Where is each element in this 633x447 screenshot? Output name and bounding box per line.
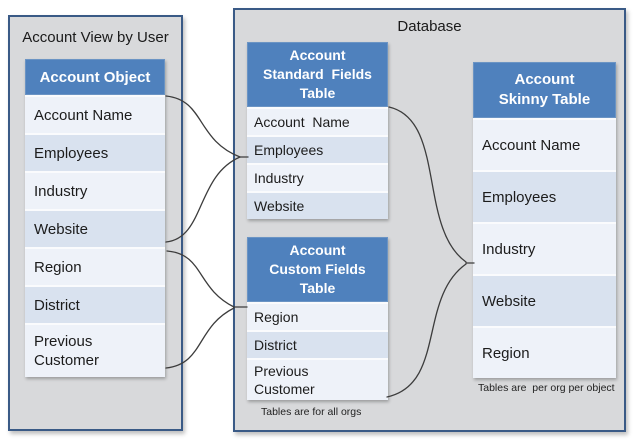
account-object-table: Account Object Account Name Employees In… <box>25 59 165 377</box>
account-skinny-table: Account Skinny Table Account Name Employ… <box>473 62 616 378</box>
account-custom-fields-table: Account Custom Fields Table Region Distr… <box>247 237 388 400</box>
table-row: Employees <box>247 135 388 163</box>
left-panel-title: Account View by User <box>22 29 169 46</box>
custom-fields-table-header: Account Custom Fields Table <box>247 237 388 302</box>
account-view-panel: Account View by User Account Object Acco… <box>8 15 183 431</box>
table-row: Region <box>473 326 616 378</box>
table-row: Employees <box>473 170 616 222</box>
table-row: Previous Customer <box>25 323 165 377</box>
table-row: Industry <box>25 171 165 209</box>
table-row: District <box>25 285 165 323</box>
table-row: Account Name <box>247 107 388 135</box>
database-panel-title: Database <box>397 18 462 35</box>
account-standard-fields-table: Account Standard Fields Table Account Na… <box>247 42 388 219</box>
table-row: Website <box>247 191 388 219</box>
table-row: Region <box>25 247 165 285</box>
table-row: Industry <box>473 222 616 274</box>
database-panel: Database Account Standard Fields Table A… <box>233 8 626 432</box>
skinny-table-caption: Tables are per org per object <box>478 382 615 394</box>
table-row: Account Name <box>25 95 165 133</box>
skinny-table-header: Account Skinny Table <box>473 62 616 118</box>
table-row: Account Name <box>473 118 616 170</box>
custom-table-caption: Tables are for all orgs <box>261 406 362 418</box>
table-row: Previous Customer <box>247 358 388 400</box>
table-row: Region <box>247 302 388 330</box>
standard-fields-table-header: Account Standard Fields Table <box>247 42 388 107</box>
table-row: District <box>247 330 388 358</box>
account-object-table-header: Account Object <box>25 59 165 95</box>
table-row: Industry <box>247 163 388 191</box>
table-row: Employees <box>25 133 165 171</box>
table-row: Website <box>25 209 165 247</box>
table-row: Website <box>473 274 616 326</box>
